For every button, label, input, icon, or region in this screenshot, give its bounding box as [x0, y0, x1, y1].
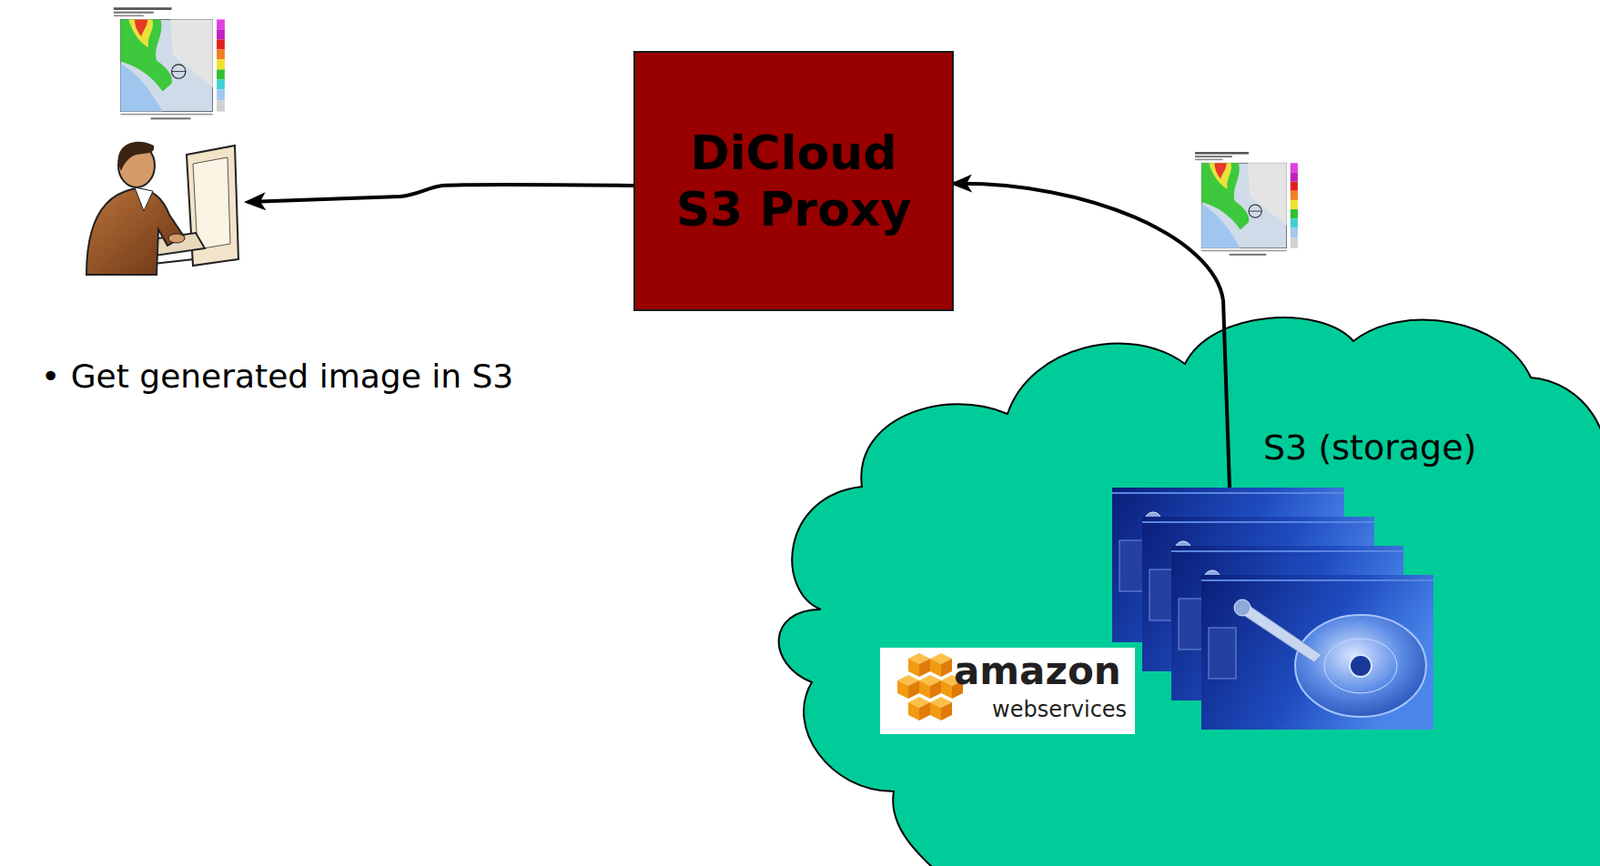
proxy-box: DiCloud S3 Proxy — [633, 50, 954, 312]
curved-arrow — [953, 183, 1224, 301]
storage-illustration — [775, 300, 1600, 866]
map-image — [111, 5, 232, 126]
storage-cloud: S3 (storage) — [775, 300, 1600, 866]
user-figure — [86, 141, 239, 275]
map-image — [1192, 150, 1304, 262]
note-text: • Get generated image in S3 — [40, 357, 514, 395]
logo-text: webservices — [992, 697, 1127, 723]
box-title: DiCloud S3 Proxy — [657, 124, 931, 239]
cloud-title: S3 (storage) — [1263, 427, 1477, 470]
logo-text: webservices — [992, 698, 1127, 721]
logo-text: amazon — [953, 652, 1122, 691]
arrow-to-user — [247, 184, 634, 203]
note-text: • Get generated image in S3 — [40, 357, 514, 395]
logo-text: amazon — [953, 648, 1122, 694]
